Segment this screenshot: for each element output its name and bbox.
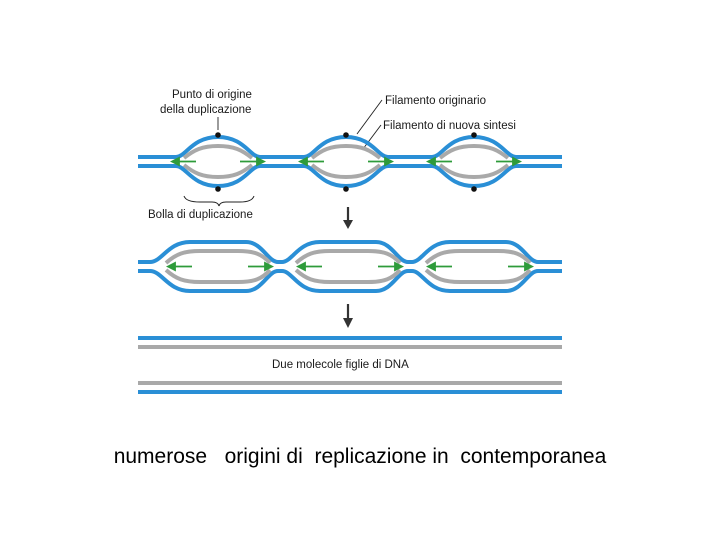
label-daughter-molecules: Due molecole figlie di DNA	[272, 359, 409, 371]
original-strand-bottom	[138, 269, 562, 293]
step-arrow-1	[343, 207, 353, 229]
label-original-strand: Filamento originario	[385, 95, 486, 107]
fork-arrows-row2	[165, 261, 535, 272]
step-arrow-2	[343, 304, 353, 328]
new-strand-bubble-3	[424, 249, 532, 284]
new-strand-bubble-2	[310, 143, 382, 180]
label-origin-line2: della duplicazione	[160, 104, 251, 116]
fork-arrows-row1	[169, 156, 523, 167]
label-origin-line1: Punto di origine	[172, 89, 252, 101]
leader-original-strand	[356, 99, 383, 135]
origin-dots	[215, 132, 477, 192]
original-strand-top	[138, 240, 562, 264]
daughter-molecule-2	[138, 381, 562, 394]
dna-row-large-bubbles	[138, 240, 562, 293]
leader-new-strand	[362, 124, 382, 150]
original-strand-bottom	[138, 164, 562, 189]
bubble-brace	[183, 195, 255, 207]
label-new-strand: Filamento di nuova sintesi	[383, 120, 516, 132]
dna-row-small-bubbles	[138, 132, 562, 192]
daughter-molecule-1	[138, 336, 562, 349]
label-bubble: Bolla di duplicazione	[148, 209, 253, 221]
leader-lines	[217, 99, 383, 150]
caption: numerose origini di replicazione in cont…	[113, 445, 607, 468]
new-strand-bubble-1	[164, 249, 272, 284]
new-strand-bubble-2	[294, 249, 402, 284]
new-strand-bubble-1	[182, 143, 254, 180]
new-strand-bubble-3	[438, 143, 510, 180]
